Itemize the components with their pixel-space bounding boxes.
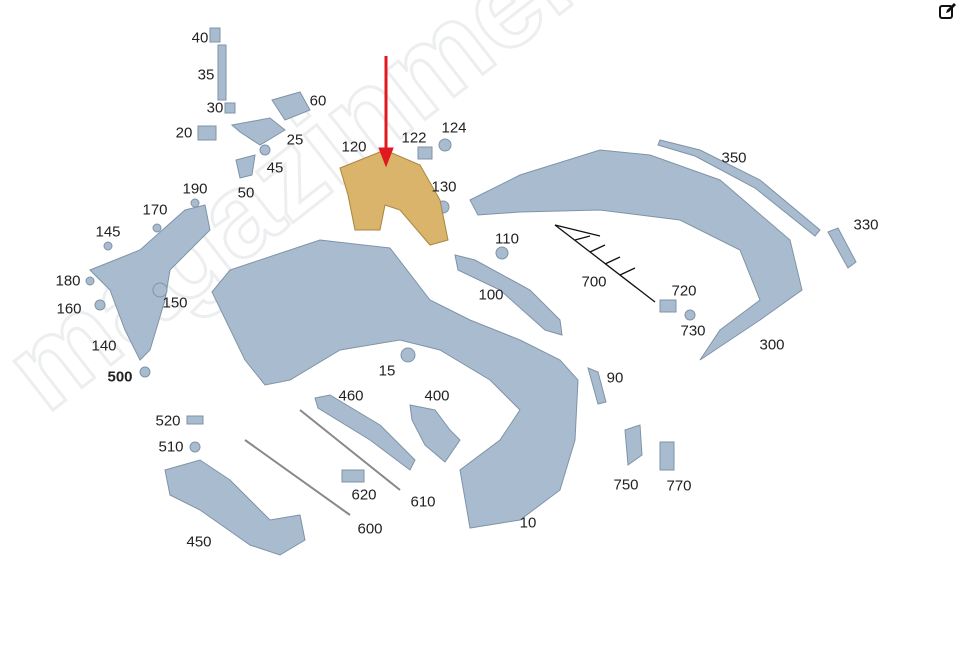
- part-label-600[interactable]: 600: [357, 520, 383, 538]
- part-610-rod: [299, 409, 401, 491]
- part-180: [85, 276, 95, 286]
- part-label-190[interactable]: 190: [182, 180, 208, 198]
- part-label-750[interactable]: 750: [613, 476, 639, 494]
- part-label-10[interactable]: 10: [519, 514, 537, 532]
- part-label-20[interactable]: 20: [175, 124, 193, 142]
- part-label-25[interactable]: 25: [286, 131, 304, 149]
- part-label-520[interactable]: 520: [155, 412, 181, 430]
- part-label-170[interactable]: 170: [142, 201, 168, 219]
- part-label-620[interactable]: 620: [351, 486, 377, 504]
- part-520: [186, 415, 204, 425]
- part-350-strip: [657, 139, 821, 237]
- arrow-indicator: [378, 56, 394, 168]
- part-label-510[interactable]: 510: [158, 438, 184, 456]
- part-label-350[interactable]: 350: [721, 149, 747, 167]
- part-label-330[interactable]: 330: [853, 216, 879, 234]
- part-label-40[interactable]: 40: [191, 29, 209, 47]
- part-label-180[interactable]: 180: [55, 272, 81, 290]
- part-label-610[interactable]: 610: [410, 493, 436, 511]
- edit-icon[interactable]: [939, 2, 957, 20]
- part-10-bumper: [211, 239, 579, 529]
- part-label-60[interactable]: 60: [309, 92, 327, 110]
- part-450: [164, 459, 306, 556]
- part-25: [230, 117, 286, 146]
- part-label-500[interactable]: 500: [107, 368, 133, 386]
- part-720: [659, 299, 677, 313]
- part-label-770[interactable]: 770: [666, 477, 692, 495]
- part-label-45[interactable]: 45: [266, 159, 284, 177]
- part-400: [409, 404, 461, 463]
- part-730: [684, 309, 696, 321]
- part-label-460[interactable]: 460: [338, 387, 364, 405]
- part-label-160[interactable]: 160: [56, 300, 82, 318]
- part-label-400[interactable]: 400: [424, 387, 450, 405]
- part-label-122[interactable]: 122: [401, 129, 427, 147]
- part-770: [659, 441, 675, 471]
- part-label-100[interactable]: 100: [478, 286, 504, 304]
- part-label-730[interactable]: 730: [680, 322, 706, 340]
- part-20: [197, 125, 217, 141]
- part-45: [259, 144, 271, 156]
- part-170: [152, 223, 162, 233]
- part-600-rod: [244, 439, 351, 516]
- part-label-120[interactable]: 120: [341, 138, 367, 156]
- part-label-150[interactable]: 150: [162, 294, 188, 312]
- part-label-30[interactable]: 30: [206, 99, 224, 117]
- part-15: [400, 347, 416, 363]
- part-300-bumper: [469, 149, 803, 361]
- part-35: [217, 44, 227, 101]
- part-label-145[interactable]: 145: [95, 223, 121, 241]
- part-124: [438, 138, 452, 152]
- part-122: [417, 146, 433, 160]
- part-label-35[interactable]: 35: [197, 66, 215, 84]
- part-label-50[interactable]: 50: [237, 184, 255, 202]
- part-40: [209, 27, 221, 43]
- part-620: [341, 469, 365, 483]
- part-110: [495, 246, 509, 260]
- part-label-110[interactable]: 110: [495, 230, 519, 248]
- part-label-124[interactable]: 124: [441, 119, 467, 137]
- part-label-90[interactable]: 90: [606, 369, 624, 387]
- part-50: [235, 154, 256, 179]
- part-120-highlighted: [339, 149, 449, 246]
- part-30: [224, 102, 236, 114]
- part-label-700[interactable]: 700: [581, 273, 607, 291]
- part-190: [190, 198, 200, 208]
- part-140-bracket: [89, 204, 211, 361]
- part-label-130[interactable]: 130: [431, 178, 457, 196]
- part-330: [827, 227, 857, 269]
- part-label-140[interactable]: 140: [91, 337, 117, 355]
- part-700-lines: [554, 224, 656, 303]
- part-label-300[interactable]: 300: [759, 336, 785, 354]
- part-500: [139, 366, 151, 378]
- part-label-720[interactable]: 720: [671, 282, 697, 300]
- part-150: [152, 282, 168, 298]
- part-160: [94, 299, 106, 311]
- part-60: [271, 91, 311, 121]
- part-750: [624, 424, 643, 466]
- part-145: [103, 241, 113, 251]
- part-100: [454, 254, 563, 336]
- part-label-15[interactable]: 15: [378, 362, 396, 380]
- part-label-450[interactable]: 450: [186, 533, 212, 551]
- part-460: [314, 394, 416, 471]
- part-90: [587, 367, 607, 405]
- part-510: [189, 441, 201, 453]
